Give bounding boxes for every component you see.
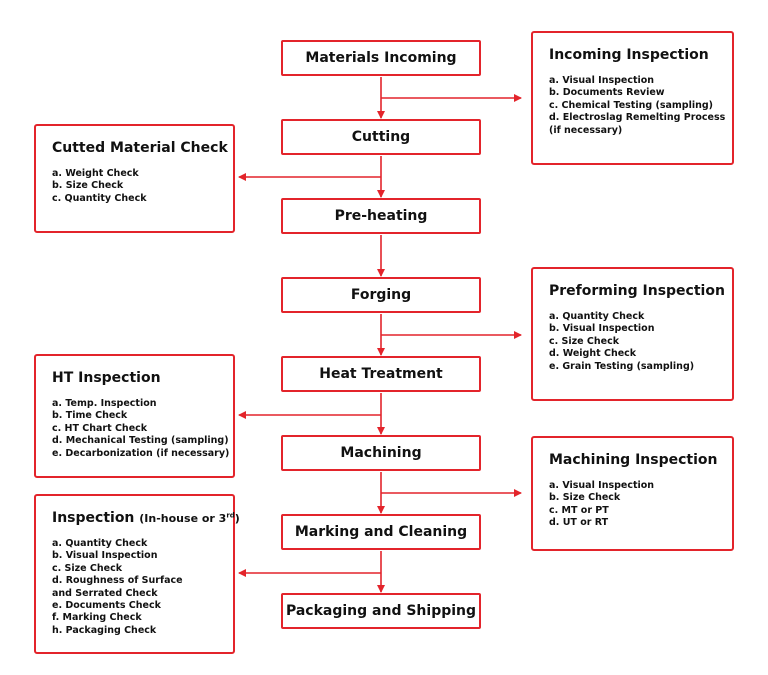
list-item: b. Documents Review — [549, 87, 665, 99]
list-item: h. Packaging Check — [52, 624, 157, 636]
list-item: c. Size Check — [549, 335, 620, 347]
list-item: a. Weight Check — [52, 168, 139, 179]
subtitle-suffix: ) — [234, 512, 240, 525]
list-item: e. Decarbonization (if necessary) — [52, 447, 230, 459]
list-item: c. Quantity Check — [52, 192, 147, 204]
card-title: Inspection (In-house or 3rd) — [52, 510, 240, 526]
card-subtitle: (In-house or 3rd) — [139, 511, 240, 525]
final-inspection-card: Inspection (In-house or 3rd) a. Quantity… — [34, 494, 240, 654]
step-materials-incoming: Materials Incoming — [281, 40, 481, 76]
step-forging: Forging — [281, 277, 481, 313]
list-item: b. Visual Inspection — [549, 323, 655, 335]
list-item: e. Documents Check — [52, 600, 161, 612]
subtitle-prefix: (In-house or 3 — [139, 512, 227, 525]
list-item: d. UT or RT — [549, 517, 609, 529]
card-title: Cutted Material Check — [52, 140, 228, 156]
cutted-material-check-card: Cutted Material Check a. Weight Check b.… — [34, 124, 235, 233]
preforming-inspection-card: Preforming Inspection a. Quantity Check … — [531, 267, 734, 401]
check-list: a. Visual Inspection b. Documents Review… — [549, 75, 726, 137]
list-item: d. Mechanical Testing (sampling) — [52, 435, 229, 447]
list-item: c. Size Check — [52, 562, 123, 574]
check-list: a. Visual Inspection b. Size Check c. MT… — [549, 480, 722, 530]
list-item: a. Temp. Inspection — [52, 398, 157, 409]
incoming-inspection-card: Incoming Inspection a. Visual Inspection… — [531, 31, 734, 165]
subtitle-superscript: rd — [226, 511, 235, 520]
list-item: a. Quantity Check — [52, 538, 148, 549]
check-list: a. Temp. Inspection b. Time Check c. HT … — [52, 398, 230, 460]
list-item: d. Roughness of Surface — [52, 575, 183, 587]
card-title: HT Inspection — [52, 370, 161, 386]
list-item: a. Visual Inspection — [549, 75, 655, 86]
card-title: Machining Inspection — [549, 452, 718, 468]
check-list: a. Quantity Check b. Visual Inspection c… — [52, 538, 223, 637]
list-item: a. Visual Inspection — [549, 480, 655, 491]
card-title: Incoming Inspection — [549, 47, 709, 63]
ht-inspection-card: HT Inspection a. Temp. Inspection b. Tim… — [34, 354, 235, 478]
list-item: c. Chemical Testing (sampling) — [549, 99, 713, 111]
step-machining: Machining — [281, 435, 481, 471]
machining-inspection-card: Machining Inspection a. Visual Inspectio… — [531, 436, 734, 551]
list-item: f. Marking Check — [52, 612, 142, 624]
list-item: d. Electroslag Remelting Process — [549, 112, 726, 124]
step-cutting: Cutting — [281, 119, 481, 155]
check-list: a. Weight Check b. Size Check c. Quantit… — [52, 168, 223, 205]
card-title: Preforming Inspection — [549, 283, 725, 299]
list-item: b. Time Check — [52, 410, 128, 422]
list-item: a. Quantity Check — [549, 311, 645, 322]
list-item: and Serrated Check — [52, 587, 158, 599]
step-packaging-and-shipping: Packaging and Shipping — [281, 593, 481, 629]
card-title-text: Inspection — [52, 510, 135, 526]
list-item: b. Visual Inspection — [52, 550, 158, 562]
list-item: b. Size Check — [52, 180, 124, 192]
list-item: c. HT Chart Check — [52, 422, 148, 434]
step-marking-and-cleaning: Marking and Cleaning — [281, 514, 481, 550]
list-item: (if necessary) — [549, 124, 623, 136]
list-item: e. Grain Testing (sampling) — [549, 360, 695, 372]
list-item: d. Weight Check — [549, 348, 637, 360]
list-item: b. Size Check — [549, 492, 621, 504]
step-heat-treatment: Heat Treatment — [281, 356, 481, 392]
check-list: a. Quantity Check b. Visual Inspection c… — [549, 311, 722, 373]
step-pre-heating: Pre-heating — [281, 198, 481, 234]
list-item: c. MT or PT — [549, 504, 609, 516]
